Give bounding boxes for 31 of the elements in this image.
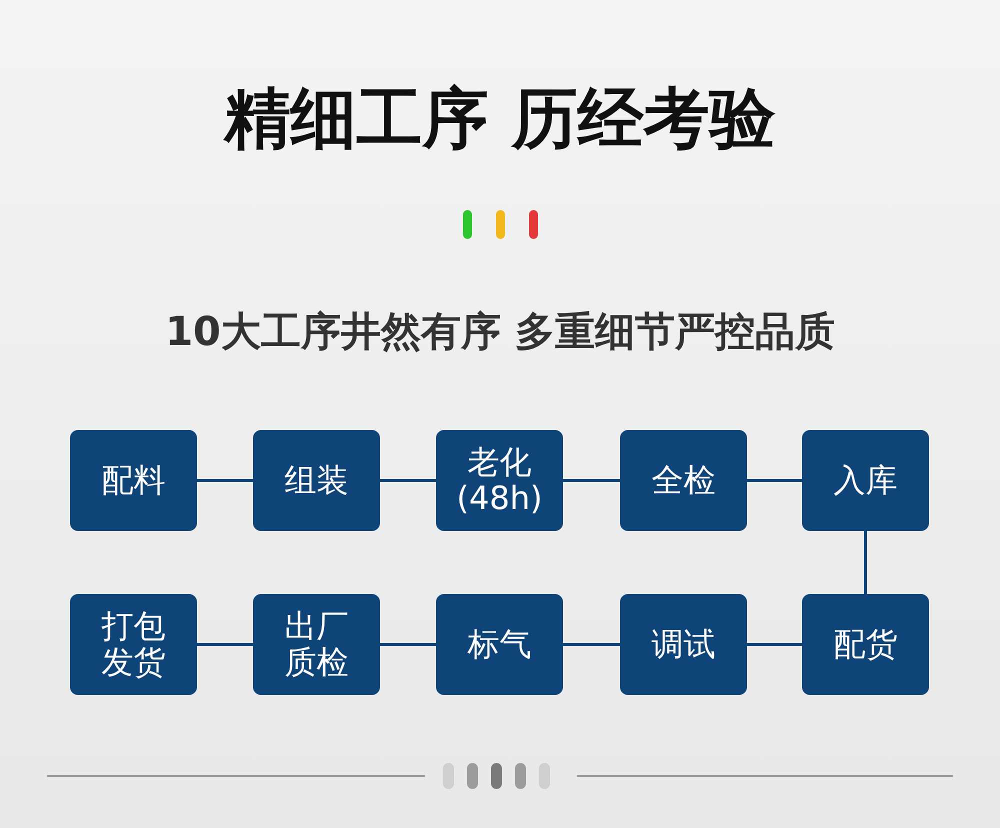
connector-line	[747, 643, 802, 646]
connector-line	[563, 479, 620, 482]
step-label: 打包发货	[100, 609, 166, 680]
process-box	[802, 430, 929, 531]
connector-line	[197, 643, 253, 646]
connector-line	[563, 643, 620, 646]
process-box	[802, 594, 929, 695]
step-label: 出厂质检	[284, 609, 350, 680]
process-box	[436, 594, 563, 695]
process-box	[436, 430, 563, 531]
title: 精细工序 历经考验	[222, 86, 776, 152]
step-label: 标气	[466, 626, 532, 662]
process-box	[70, 594, 197, 695]
step-label: 配货	[832, 626, 898, 662]
connector-line	[747, 479, 802, 482]
process-box	[253, 430, 380, 531]
connector-line	[197, 479, 253, 482]
connector-line	[380, 479, 436, 482]
step-label: 配料	[100, 462, 166, 498]
connector-line	[380, 643, 436, 646]
subtitle: 10大工序井然有序 多重细节严控品质	[164, 312, 836, 352]
step-label: 入库	[832, 462, 898, 498]
process-box	[620, 430, 747, 531]
connector-line	[864, 531, 867, 594]
process-box	[620, 594, 747, 695]
process-box	[70, 430, 197, 531]
step-label: 老化(48h)	[456, 445, 542, 516]
step-label: 全检	[650, 462, 716, 498]
step-label: 组装	[284, 462, 350, 498]
process-box	[253, 594, 380, 695]
step-label: 调试	[650, 626, 716, 662]
